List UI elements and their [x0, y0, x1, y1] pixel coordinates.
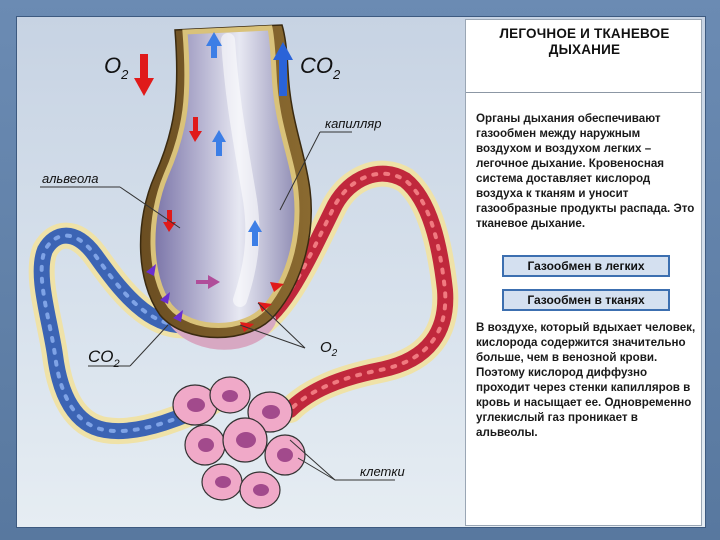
panel-divider — [466, 92, 701, 93]
tissue-gas-exchange-button[interactable]: Газообмен в тканях — [502, 289, 670, 311]
respiration-diagram: O2 CO2 капилляр альвеола CO2 O2 клетки — [16, 16, 466, 526]
info-panel: ЛЕГОЧНОЕ И ТКАНЕВОЕ ДЫХАНИЕ Органы дыхан… — [465, 19, 702, 526]
o2-inflow-arrow — [134, 54, 154, 96]
co2-top-label: CO2 — [300, 53, 341, 82]
panel-title-line1: ЛЕГОЧНОЕ И ТКАНЕВОЕ — [466, 26, 703, 42]
explanation-paragraph: В воздухе, который вдыхает человек, кисл… — [476, 320, 698, 440]
tissue-cells — [173, 377, 305, 508]
cells-label: клетки — [360, 464, 405, 479]
panel-title: ЛЕГОЧНОЕ И ТКАНЕВОЕ ДЫХАНИЕ — [466, 26, 703, 58]
panel-title-line2: ДЫХАНИЕ — [466, 42, 703, 58]
intro-paragraph: Органы дыхания обеспечивают газообмен ме… — [476, 111, 698, 231]
capillary-label: капилляр — [325, 116, 381, 131]
o2-bottom-label: O2 — [320, 339, 338, 359]
lung-gas-exchange-button[interactable]: Газообмен в легких — [502, 255, 670, 277]
co2-bottom-label: CO2 — [88, 347, 120, 370]
alveola-label: альвеола — [42, 171, 99, 186]
co2-bottom-leader-2 — [130, 325, 168, 366]
cells-leader-2 — [298, 458, 335, 480]
o2-top-label: O2 — [104, 53, 129, 82]
